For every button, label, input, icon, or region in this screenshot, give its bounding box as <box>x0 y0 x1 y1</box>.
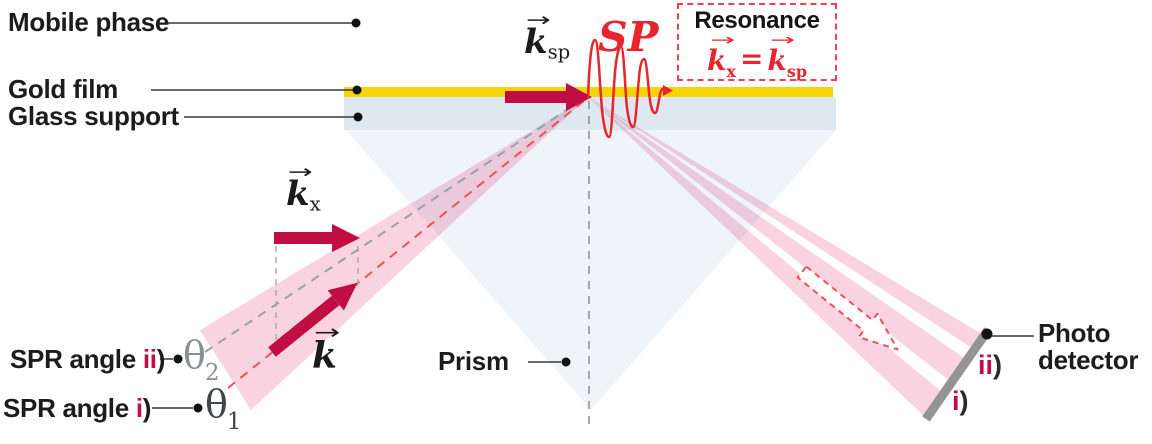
photo-detector-label: Photo detector <box>1038 318 1139 376</box>
sp-wave <box>586 38 668 139</box>
k-sp-subscript: sp <box>547 40 571 64</box>
theta-1-subscript: 1 <box>226 409 242 435</box>
reflected-beam-upper <box>588 97 985 350</box>
glass-support-label: Glass support <box>8 101 179 131</box>
formula-k-sp: →ksp <box>767 30 808 82</box>
spr-angle-i-prefix: SPR angle <box>3 393 136 423</box>
photo-detector-label-line2: detector <box>1038 345 1139 376</box>
theta-2-subscript: 2 <box>204 360 220 386</box>
k-sp-base: k <box>524 22 548 63</box>
k-vector-label: →k <box>312 322 340 378</box>
spr-angle-ii-paren: ) <box>156 344 166 374</box>
k-x-vector-label: →kx <box>286 162 321 216</box>
spr-angle-i-paren: ) <box>142 393 152 423</box>
k-x-subscript: x <box>309 192 321 216</box>
mobile-phase-label: Mobile phase <box>8 7 170 37</box>
k-sp-vector-arrow <box>505 83 592 111</box>
vector-overarrow-icon: → <box>709 30 735 49</box>
sp-wave-label: SP <box>598 13 659 61</box>
vector-overarrow-icon: → <box>288 161 313 183</box>
theta-1-symbol: θ1 <box>205 382 242 435</box>
detector-mark-i: i) <box>952 386 969 416</box>
spr-angle-i-mark: i <box>135 393 143 423</box>
k-x-vector-arrow <box>274 224 360 252</box>
equals-sign: = <box>739 42 764 75</box>
resonance-formula: →kx=→ksp <box>679 30 835 82</box>
spr-angle-i-label: SPR angle i) <box>3 393 152 423</box>
sp-wave-arrowhead <box>663 85 673 96</box>
gold-film-label: Gold film <box>8 74 118 104</box>
k-base: k <box>312 335 337 378</box>
formula-k-x-subscript: x <box>726 62 736 82</box>
theta-2-symbol: θ2 <box>183 333 220 386</box>
beam-axis-i-dashed <box>227 99 586 389</box>
prism-label: Prism <box>438 346 509 376</box>
detector-mark-ii: ii) <box>978 350 1003 380</box>
photo-detector-dot <box>981 328 993 340</box>
k-sp-vector-label: →ksp <box>524 10 571 64</box>
prism-shape <box>346 130 836 410</box>
formula-k-sp-subscript: sp <box>786 62 808 82</box>
k-vector-arrow <box>268 282 358 357</box>
vector-overarrow-icon: → <box>770 30 796 49</box>
pointer-dots <box>173 18 571 413</box>
k-x-base: k <box>286 174 310 215</box>
beam-axis-ii-dashed <box>204 98 584 353</box>
resonance-title: Resonance <box>694 7 820 34</box>
glass-support-layer <box>344 97 836 130</box>
spr-angle-ii-label: SPR angle ii) <box>10 344 166 374</box>
spr-angle-ii-mark: ii <box>142 344 157 374</box>
formula-k-x: →kx <box>706 30 736 82</box>
vector-overarrow-icon: → <box>526 9 551 31</box>
reflected-direction-arrow <box>796 265 899 351</box>
pointer-lines <box>151 22 1034 409</box>
photo-detector-label-line1: Photo <box>1038 318 1111 348</box>
photo-detector-bar <box>922 327 992 422</box>
reflected-beam-lower <box>588 97 943 417</box>
reflected-beam-middle <box>588 97 967 382</box>
resonance-box: Resonance →kx=→ksp <box>677 3 837 81</box>
vector-overarrow-icon: → <box>314 320 341 344</box>
spr-angle-ii-prefix: SPR angle <box>10 344 143 374</box>
